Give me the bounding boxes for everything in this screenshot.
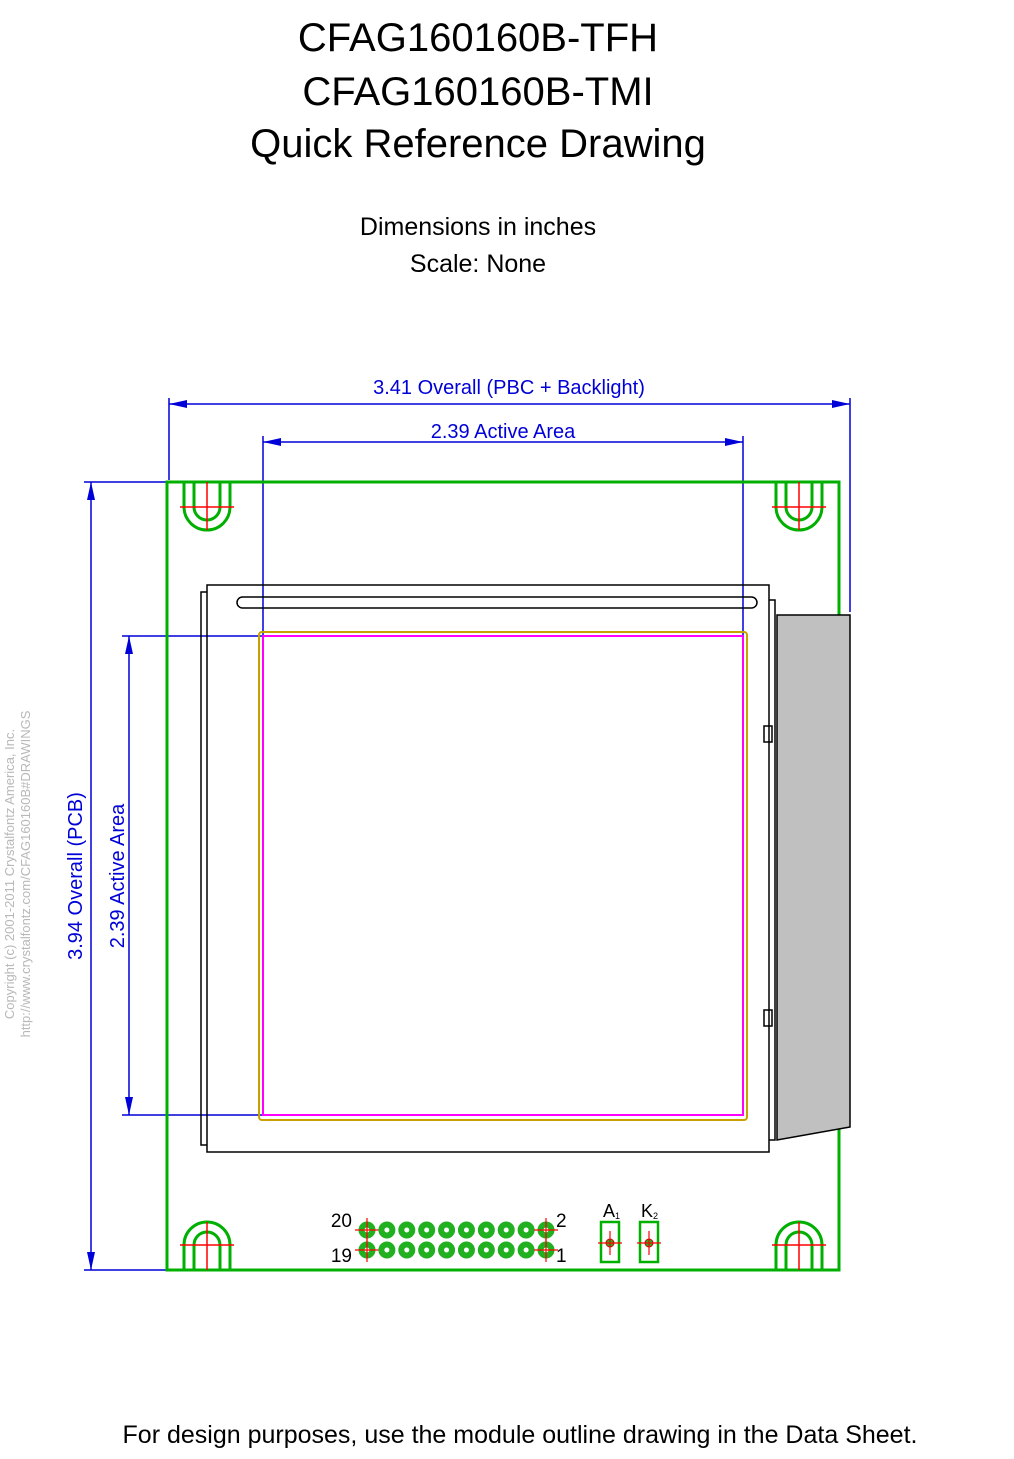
- connector-pin-hole: [523, 1227, 529, 1233]
- anode-label: A1: [603, 1201, 620, 1221]
- pin-label-20: 20: [331, 1211, 352, 1232]
- backlight-housing: [776, 614, 851, 1141]
- scale-note: Scale: None: [409, 250, 547, 278]
- connector-pin-hole: [444, 1247, 450, 1253]
- cathode-label-letter: K: [641, 1201, 653, 1221]
- active-height-dimension: [122, 635, 262, 1116]
- connector-pin-hole: [503, 1247, 509, 1253]
- pin-label-2: 2: [556, 1211, 567, 1232]
- connector-pin-hole: [444, 1227, 450, 1233]
- mounting-hole-bottom-right: [772, 1220, 826, 1270]
- title-line-3: Quick Reference Drawing: [250, 122, 706, 166]
- connector-pin-hole: [483, 1247, 489, 1253]
- overall-width-label: 3.41 Overall (PBC + Backlight): [373, 377, 645, 399]
- anode-label-letter: A: [603, 1201, 615, 1221]
- cathode-label-subscript: 2: [653, 1211, 658, 1221]
- pin-label-19: 19: [331, 1246, 352, 1267]
- connector-pin-hole: [404, 1247, 410, 1253]
- footer-note: For design purposes, use the module outl…: [122, 1421, 918, 1449]
- overall-height-label: 3.94 Overall (PCB): [65, 792, 87, 960]
- connector-pin-hole: [483, 1227, 489, 1233]
- mounting-hole-top-right: [772, 482, 826, 532]
- connector-pin-hole: [523, 1247, 529, 1253]
- anode-label-subscript: 1: [615, 1211, 620, 1221]
- title-line-2: CFAG160160B-TMI: [302, 70, 654, 114]
- cathode-pad: [637, 1220, 661, 1264]
- connector-pin-hole: [384, 1227, 390, 1233]
- overall-height-dimension: [84, 481, 166, 1271]
- connector-pin-hole: [384, 1247, 390, 1253]
- lcd-frame: [200, 584, 776, 1153]
- connector-pins: [355, 1218, 558, 1262]
- active-width-label: 2.39 Active Area: [431, 421, 576, 443]
- connector-pin-hole: [463, 1227, 469, 1233]
- anode-pad: [598, 1220, 622, 1264]
- mounting-hole-top-left: [180, 482, 234, 532]
- connector-pin-hole: [503, 1227, 509, 1233]
- cathode-label: K2: [641, 1201, 658, 1221]
- pin-label-1: 1: [556, 1246, 567, 1267]
- title-line-1: CFAG160160B-TFH: [297, 16, 659, 60]
- connector-pin-hole: [463, 1247, 469, 1253]
- active-height-label: 2.39 Active Area: [107, 803, 129, 948]
- connector-pin-hole: [424, 1227, 430, 1233]
- overall-width-dimension: [168, 398, 851, 612]
- connector-pin-hole: [424, 1247, 430, 1253]
- viewing-area: [258, 631, 748, 1121]
- mounting-hole-bottom-left: [180, 1220, 234, 1270]
- active-area: [262, 635, 744, 1116]
- active-width-dimension: [262, 436, 744, 636]
- dimensions-note: Dimensions in inches: [359, 213, 597, 241]
- connector-pin-hole: [404, 1227, 410, 1233]
